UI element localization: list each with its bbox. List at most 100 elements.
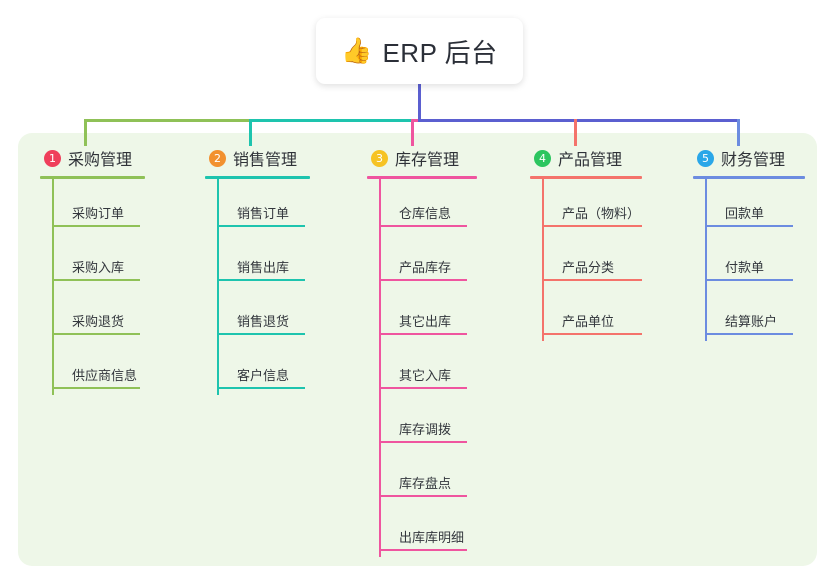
leaf-underline <box>379 495 467 497</box>
leaf-node[interactable]: 结算账户 <box>705 287 805 341</box>
leaf-node[interactable]: 其它入库 <box>379 341 477 395</box>
leaf-underline <box>217 333 305 335</box>
leaf-node[interactable]: 仓库信息 <box>379 179 477 233</box>
branch-stub-5 <box>737 119 740 146</box>
leaf-list: 销售订单销售出库销售退货客户信息 <box>217 179 310 395</box>
branch-underline <box>367 176 477 179</box>
diagram-background-panel <box>18 133 817 566</box>
leaf-label: 产品库存 <box>399 260 452 275</box>
leaf-underline <box>52 333 140 335</box>
branch-number-badge: 4 <box>534 149 551 167</box>
leaf-node[interactable]: 采购退货 <box>52 287 145 341</box>
leaf-label: 销售出库 <box>237 260 290 275</box>
leaf-underline <box>217 387 305 389</box>
leaf-label: 回款单 <box>725 206 765 221</box>
leaf-label: 其它出库 <box>399 314 452 329</box>
leaf-underline <box>52 279 140 281</box>
leaf-underline <box>379 279 467 281</box>
thumbs-up-icon: 👍 <box>341 36 373 65</box>
leaf-node[interactable]: 产品分类 <box>542 233 642 287</box>
leaf-underline <box>542 225 642 227</box>
branch-number-badge: 1 <box>44 149 61 167</box>
branch-stub-3 <box>411 119 414 146</box>
leaf-label: 其它入库 <box>399 368 452 383</box>
leaf-underline <box>705 279 793 281</box>
leaf-list: 回款单付款单结算账户 <box>705 179 805 341</box>
leaf-list: 产品（物料）产品分类产品单位 <box>542 179 642 341</box>
bus-segment-root <box>418 119 740 122</box>
branch-header-5[interactable]: 5 财务管理 <box>693 146 805 170</box>
leaf-label: 供应商信息 <box>72 368 138 383</box>
branch-number-badge: 3 <box>371 149 388 167</box>
leaf-node[interactable]: 其它出库 <box>379 287 477 341</box>
root-node-erp-backend[interactable]: 👍 ERP 后台 <box>316 18 523 84</box>
leaf-label: 销售退货 <box>237 314 290 329</box>
branch-trunk-line <box>542 179 544 341</box>
leaf-label: 销售订单 <box>237 206 290 221</box>
leaf-label: 结算账户 <box>725 314 778 329</box>
leaf-label: 出库库明细 <box>399 530 465 545</box>
branch-underline <box>205 176 310 179</box>
branch-title: 库存管理 <box>395 152 460 169</box>
leaf-underline <box>379 225 467 227</box>
leaf-node[interactable]: 库存调拨 <box>379 395 477 449</box>
leaf-node[interactable]: 回款单 <box>705 179 805 233</box>
leaf-list: 仓库信息产品库存其它出库其它入库库存调拨库存盘点出库库明细 <box>379 179 477 557</box>
leaf-underline <box>217 225 305 227</box>
root-node-title: ERP 后台 <box>382 37 498 68</box>
branch-number-badge: 5 <box>697 149 714 167</box>
leaf-label: 库存调拨 <box>399 422 452 437</box>
leaf-node[interactable]: 产品库存 <box>379 233 477 287</box>
branch-column-5: 5 财务管理回款单付款单结算账户 <box>693 146 805 341</box>
leaf-label: 仓库信息 <box>399 206 452 221</box>
leaf-label: 采购订单 <box>72 206 125 221</box>
leaf-list: 采购订单采购入库采购退货供应商信息 <box>52 179 145 395</box>
branch-trunk-line <box>379 179 381 557</box>
leaf-underline <box>217 279 305 281</box>
branch-title: 采购管理 <box>68 152 133 169</box>
leaf-node[interactable]: 出库库明细 <box>379 503 477 557</box>
branch-trunk-line <box>705 179 707 341</box>
leaf-node[interactable]: 客户信息 <box>217 341 310 395</box>
leaf-node[interactable]: 采购订单 <box>52 179 145 233</box>
branch-header-4[interactable]: 4 产品管理 <box>530 146 642 170</box>
branch-column-2: 2 销售管理销售订单销售出库销售退货客户信息 <box>205 146 310 395</box>
branch-title: 产品管理 <box>558 152 623 169</box>
leaf-underline <box>379 333 467 335</box>
bus-segment-1 <box>84 119 252 122</box>
branch-underline <box>40 176 145 179</box>
leaf-node[interactable]: 供应商信息 <box>52 341 145 395</box>
leaf-underline <box>379 387 467 389</box>
leaf-underline <box>379 441 467 443</box>
leaf-node[interactable]: 产品单位 <box>542 287 642 341</box>
leaf-label: 库存盘点 <box>399 476 452 491</box>
leaf-node[interactable]: 销售订单 <box>217 179 310 233</box>
branch-title: 销售管理 <box>233 152 298 169</box>
leaf-underline <box>52 225 140 227</box>
branch-header-2[interactable]: 2 销售管理 <box>205 146 310 170</box>
branch-stub-1 <box>84 119 87 146</box>
leaf-node[interactable]: 库存盘点 <box>379 449 477 503</box>
branch-column-3: 3 库存管理仓库信息产品库存其它出库其它入库库存调拨库存盘点出库库明细 <box>367 146 477 557</box>
leaf-node[interactable]: 采购入库 <box>52 233 145 287</box>
branch-stub-4 <box>574 119 577 146</box>
leaf-node[interactable]: 产品（物料） <box>542 179 642 233</box>
leaf-node[interactable]: 销售退货 <box>217 287 310 341</box>
root-connector-line <box>418 84 421 119</box>
leaf-node[interactable]: 销售出库 <box>217 233 310 287</box>
branch-column-1: 1 采购管理采购订单采购入库采购退货供应商信息 <box>40 146 145 395</box>
branch-underline <box>693 176 805 179</box>
leaf-underline <box>705 225 793 227</box>
leaf-underline <box>52 387 140 389</box>
branch-underline <box>530 176 642 179</box>
leaf-label: 付款单 <box>725 260 765 275</box>
branch-header-1[interactable]: 1 采购管理 <box>40 146 145 170</box>
leaf-label: 采购入库 <box>72 260 125 275</box>
branch-header-3[interactable]: 3 库存管理 <box>367 146 477 170</box>
branch-title: 财务管理 <box>721 152 786 169</box>
leaf-label: 客户信息 <box>237 368 290 383</box>
leaf-node[interactable]: 付款单 <box>705 233 805 287</box>
branch-trunk-line <box>52 179 54 395</box>
branch-number-badge: 2 <box>209 149 226 167</box>
